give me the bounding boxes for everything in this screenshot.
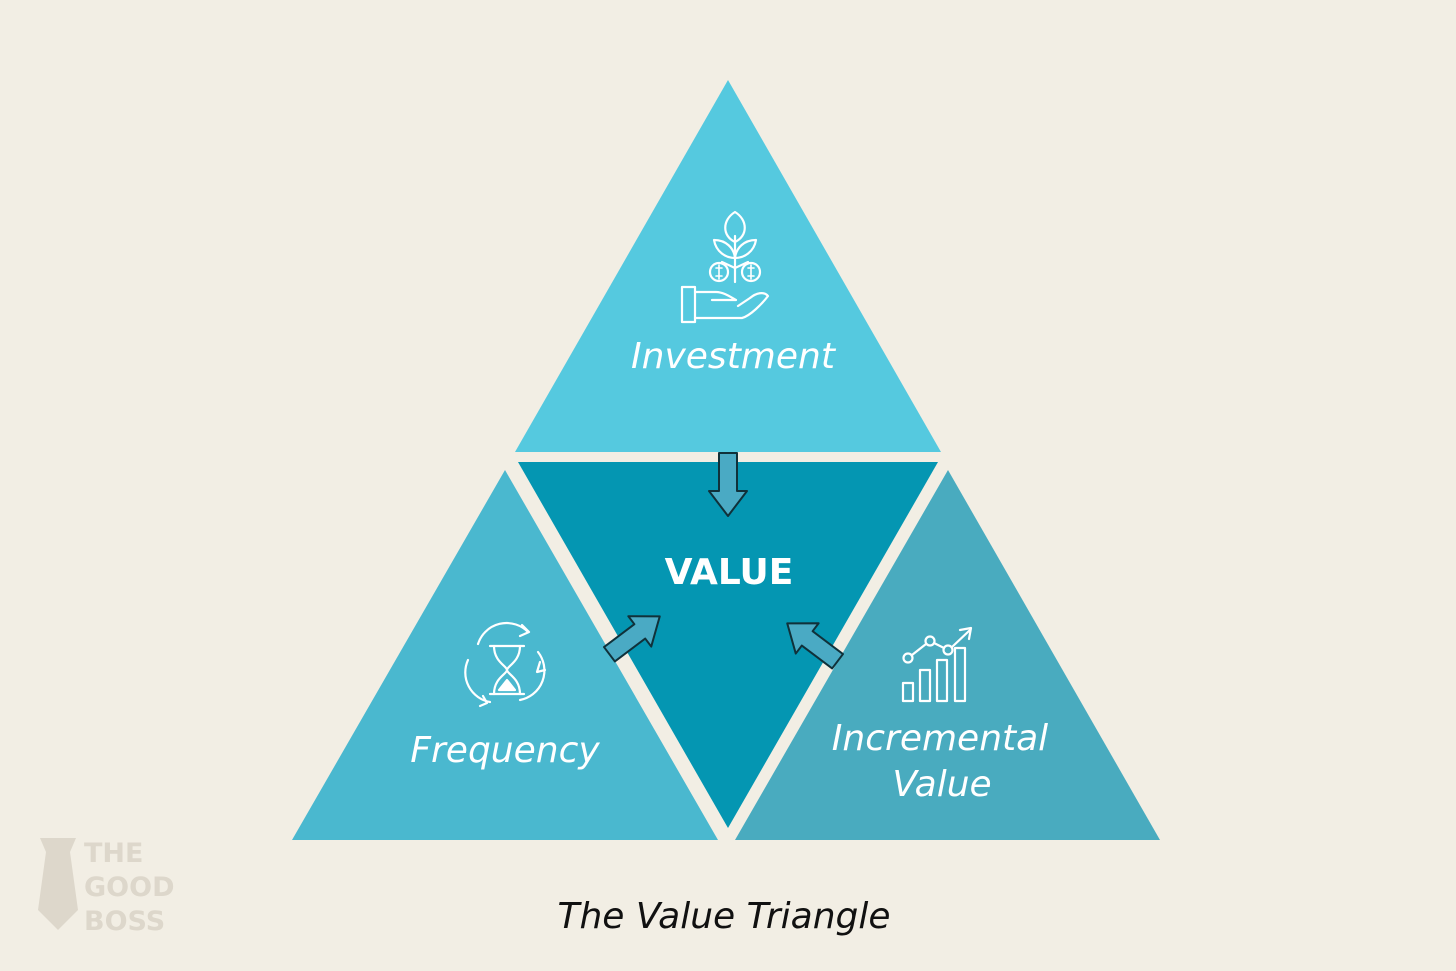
incremental-label: Incremental [832,718,1048,759]
plant-money-hand-icon [680,210,770,324]
investment-label: Investment [631,336,837,377]
growth-chart-icon [901,626,973,703]
top-triangle [515,80,941,452]
center-triangle [518,462,938,828]
logo-line-3: BOSS [84,906,165,937]
logo-line-1: THE [84,838,143,869]
arrow-down-icon [708,452,748,517]
tie-icon [38,838,78,930]
arrow-up-right-icon [603,615,661,663]
hourglass-cycle-icon [464,621,547,708]
the-good-boss-logo: THE GOOD BOSS [38,838,174,937]
diagram-caption: The Value Triangle [557,896,890,937]
arrow-up-left-icon [786,622,844,670]
left-triangle [292,470,718,840]
value-sub-label: Value [892,764,991,805]
logo-line-2: GOOD [84,872,174,903]
frequency-label: Frequency [410,730,600,771]
center-value-label: VALUE [665,552,794,593]
